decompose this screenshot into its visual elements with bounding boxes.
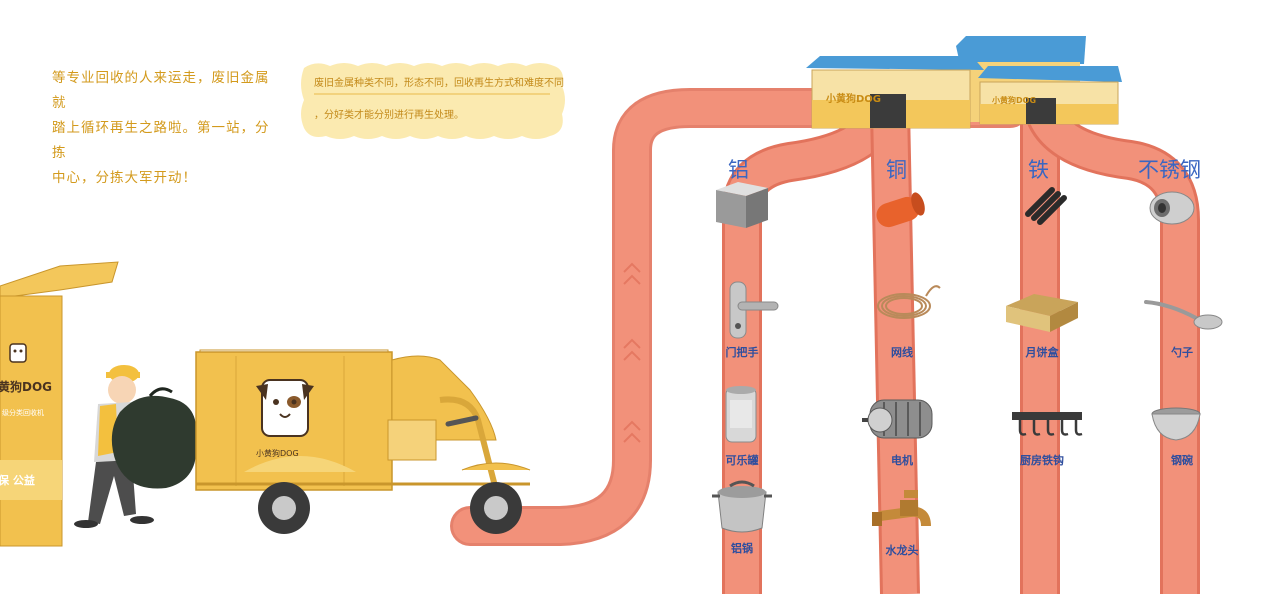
- item-label-aluminum-pot: 铝锅: [731, 542, 753, 555]
- category-iron: 铁: [1028, 158, 1049, 182]
- intro-line-1: 等专业回收的人来运走，废旧金属就: [52, 70, 270, 111]
- door-handle-icon: [729, 281, 779, 339]
- item-label-cable: 网线: [891, 346, 913, 359]
- machine-subtitle: 级分类回收机: [2, 409, 44, 417]
- truck-logo-text: 小黄狗DOG: [256, 449, 299, 458]
- item-label-mooncake-box: 月饼盒: [1025, 346, 1059, 359]
- mooncake-box-icon: [1006, 294, 1078, 332]
- aluminum-block-icon: [716, 182, 768, 228]
- copper-rod-icon: [876, 192, 925, 228]
- faucet-icon: [872, 490, 931, 527]
- item-label-steel-bowl: 钢碗: [1171, 454, 1193, 467]
- steel-bowl-icon: [1151, 407, 1201, 441]
- warehouse-right: [978, 66, 1122, 125]
- note-background: [301, 63, 565, 139]
- aluminum-pot-icon: [712, 480, 772, 533]
- building-sign-left: 小黄狗DOG: [826, 94, 882, 105]
- item-label-motor: 电机: [891, 454, 913, 467]
- soda-can-icon: [725, 386, 757, 443]
- motor-icon: [862, 399, 933, 439]
- item-label-spoon: 勺子: [1171, 346, 1193, 359]
- item-label-door-handle: 门把手: [725, 346, 759, 359]
- note-line-2: ，分好类才能分别进行再生处理。: [314, 110, 464, 121]
- item-label-faucet: 水龙头: [885, 544, 919, 557]
- warehouse-left: [806, 56, 984, 129]
- intro-line-2: 踏上循环再生之路啦。第一站，分拣: [52, 120, 270, 161]
- iron-bars-icon: [1025, 187, 1067, 225]
- machine-brand: 黄狗DOG: [0, 380, 53, 394]
- spoon-icon: [1144, 300, 1223, 330]
- cable-coil-icon: [877, 285, 941, 319]
- category-copper: 铜: [886, 158, 907, 182]
- intro-line-3: 中心，分拣大军开动！: [52, 170, 197, 186]
- trash-bag: [111, 387, 197, 489]
- machine-bottom-text: 保 公益: [0, 474, 35, 487]
- building-sign-right: 小黄狗DOG: [992, 96, 1037, 105]
- item-label-kitchen-hooks: 厨房铁钩: [1020, 454, 1064, 467]
- kitchen-hooks-icon: [1012, 412, 1083, 436]
- intro-text: 等专业回收的人来运走，废旧金属就 踏上循环再生之路啦。第一站，分拣 中心，分拣大…: [52, 66, 270, 191]
- category-aluminum: 铝: [728, 158, 749, 182]
- info-note: 废旧金属种类不同，形态不同，回收再生方式和难度不同 ，分好类才能分别进行再生处理…: [296, 58, 568, 142]
- truck-dog-logo: [256, 379, 314, 437]
- note-line-1: 废旧金属种类不同，形态不同，回收再生方式和难度不同: [314, 78, 564, 89]
- item-label-soda-can: 可乐罐: [725, 454, 759, 467]
- category-stainless-steel: 不锈钢: [1138, 158, 1201, 182]
- machine-dog-icon: [9, 343, 27, 363]
- steel-coil-icon: [1149, 191, 1195, 225]
